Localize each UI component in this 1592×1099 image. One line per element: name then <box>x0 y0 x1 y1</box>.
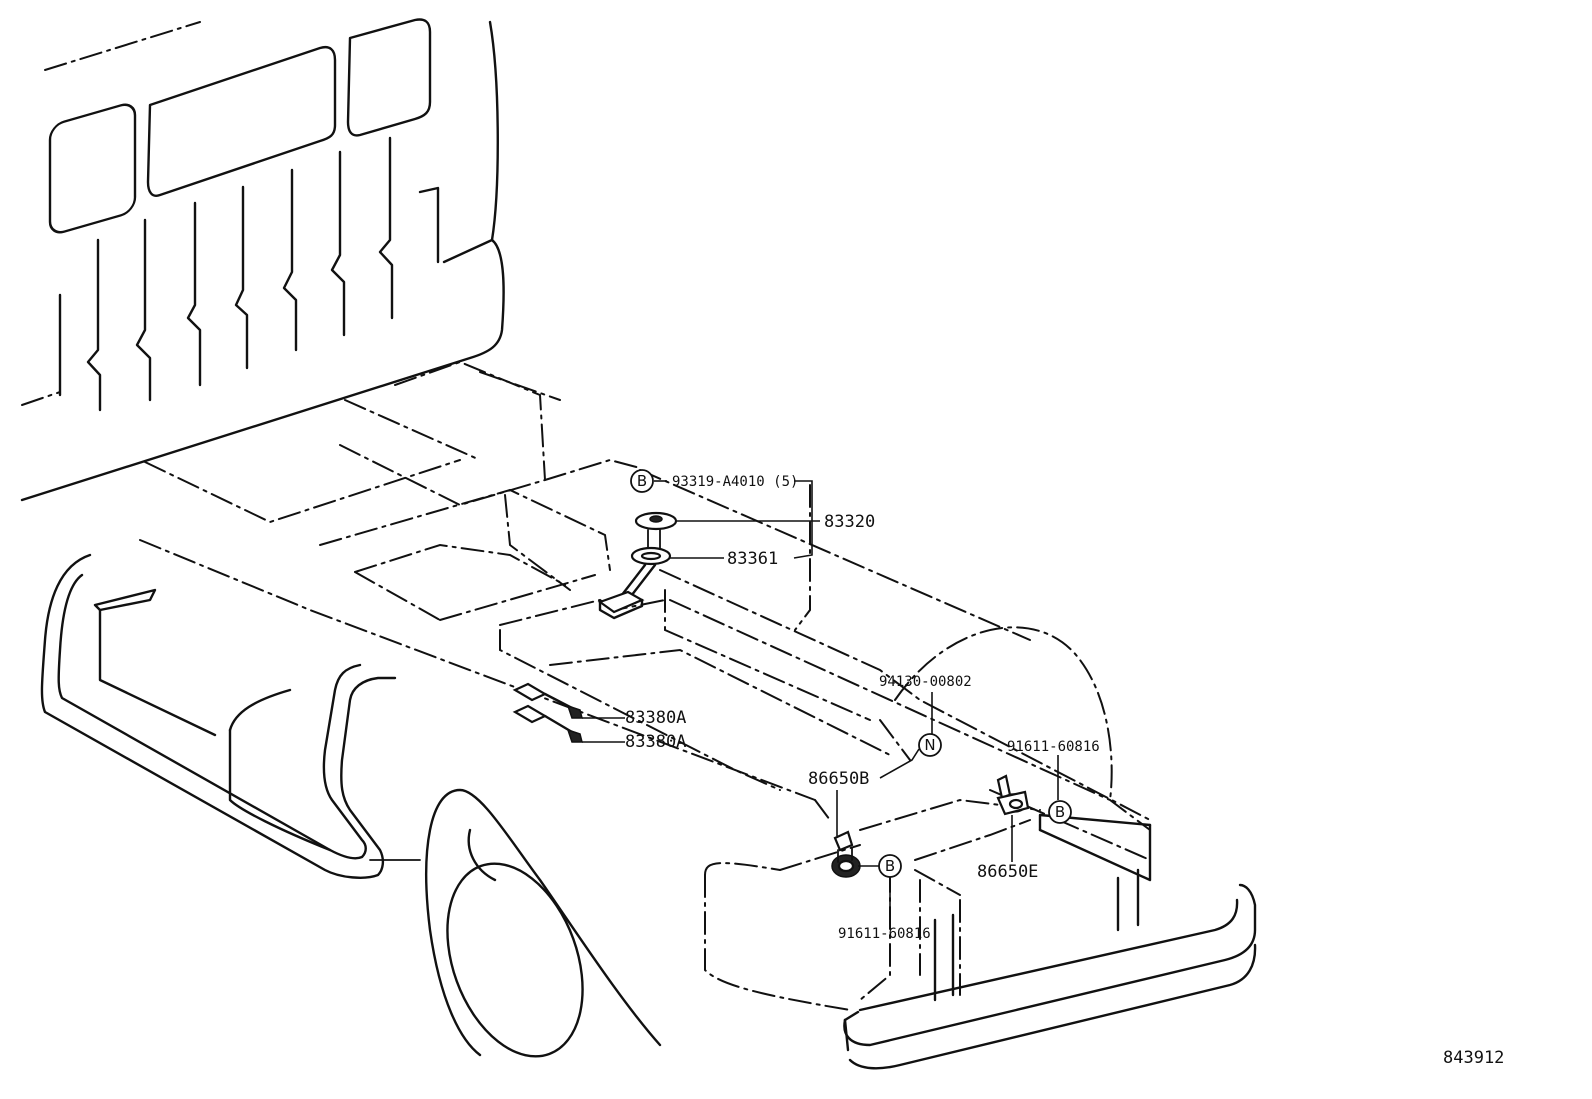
callout-n-marker: N <box>918 733 942 757</box>
rear-wheel <box>425 788 662 1058</box>
label-86650e: 86650E <box>977 862 1038 882</box>
fuel-sender-gauge <box>597 511 678 620</box>
sensor-86650B <box>831 830 861 878</box>
diagram-id: 843912 <box>1443 1048 1504 1068</box>
label-94130-00802: 94130-00802 <box>879 674 972 690</box>
leader-lines <box>582 480 1059 924</box>
marker-n <box>918 733 942 757</box>
marker-b-lower-text: B <box>885 857 895 875</box>
label-83380a-upper: 83380A <box>625 708 686 728</box>
cab-outline <box>20 18 505 502</box>
marker-b-top-text: B <box>637 472 647 490</box>
marker-b-lower <box>878 854 902 878</box>
label-83361: 83361 <box>727 549 778 569</box>
callout-b-right: B <box>1048 800 1072 824</box>
sensor-86650E <box>996 774 1030 816</box>
callout-93319: B 93319-A4010 (5) <box>630 469 798 493</box>
marker-b-top <box>630 469 654 493</box>
side-rail <box>40 553 421 879</box>
gasket-parts <box>512 682 583 743</box>
callout-b-lower: B <box>878 854 902 878</box>
label-93319-a4010: 93319-A4010 (5) <box>672 474 798 490</box>
label-83380a-lower: 83380A <box>625 732 686 752</box>
label-91611-60816-lower: 91611-60816 <box>838 926 931 942</box>
marker-b-right-text: B <box>1055 803 1065 821</box>
label-83320: 83320 <box>824 512 875 532</box>
rear-bumper <box>843 813 1257 1070</box>
frame-outline <box>139 360 1151 1011</box>
marker-b-right <box>1048 800 1072 824</box>
label-86650b: 86650B <box>808 769 869 789</box>
marker-n-text: N <box>924 736 935 754</box>
label-91611-60816-right: 91611-60816 <box>1007 739 1100 755</box>
